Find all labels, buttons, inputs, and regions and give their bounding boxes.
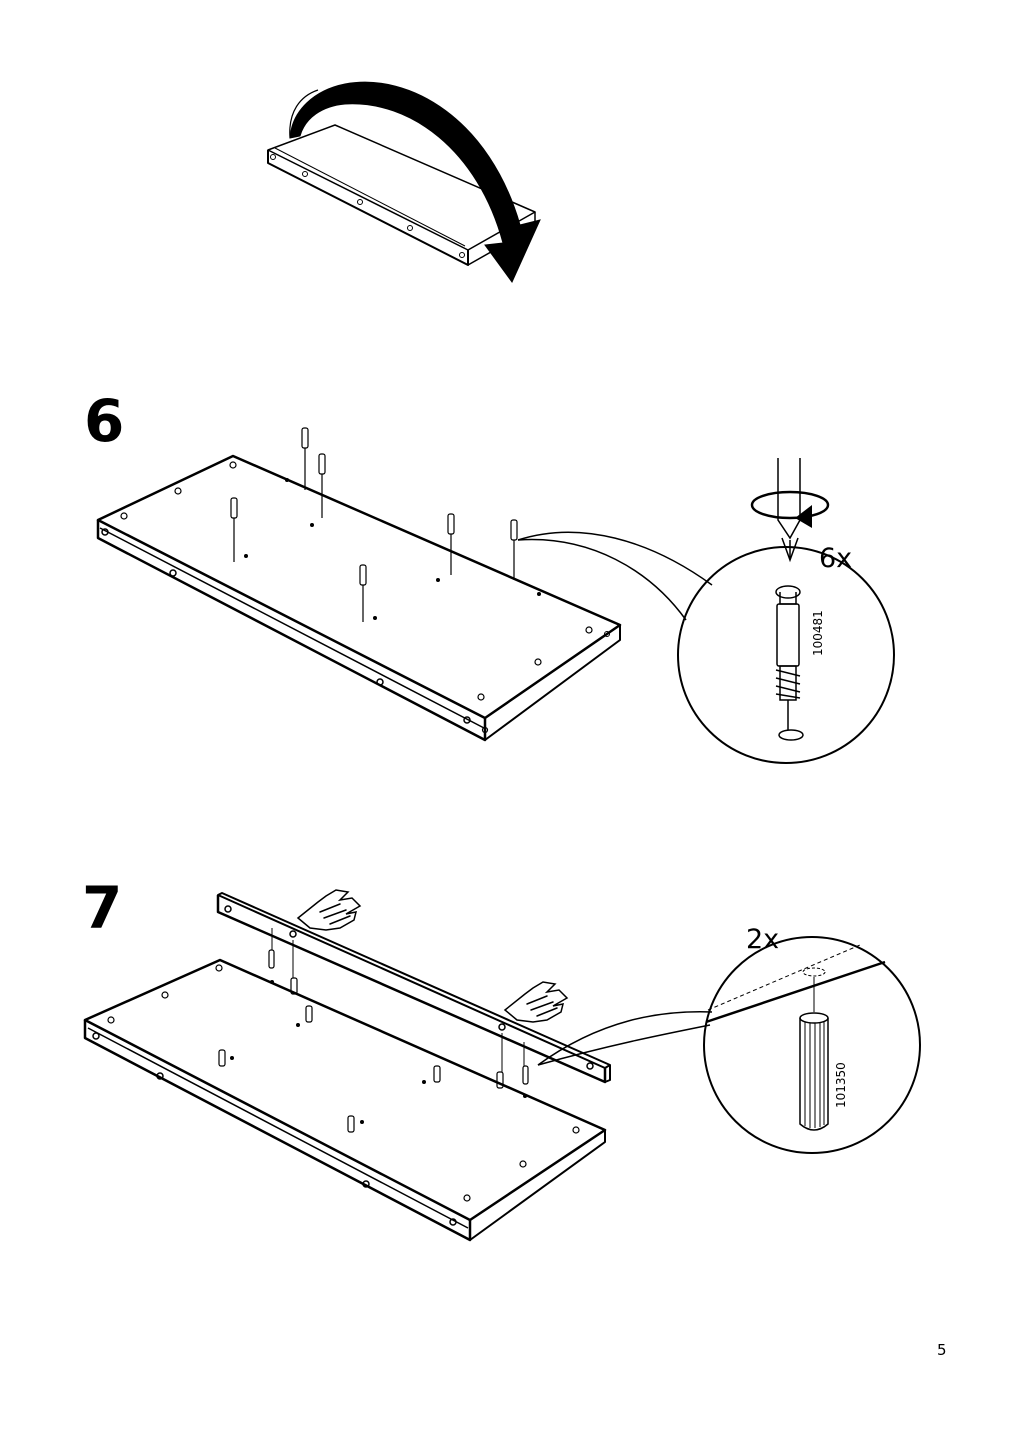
wooden-dowel-icon [799, 1012, 829, 1131]
step-6-quantity: 6x [819, 543, 853, 574]
page-number: 5 [937, 1341, 947, 1359]
screwdriver-icon [777, 458, 801, 563]
hand-press-icon [296, 889, 569, 1023]
cam-bolt-icon [775, 585, 804, 741]
step7-panel [83, 892, 611, 1242]
step-6-number: 6 [84, 387, 124, 455]
rotation-arrow-icon [750, 490, 830, 528]
magnifier-callout-icon [537, 936, 921, 1154]
step-7-quantity: 2x [746, 924, 780, 955]
step-6-part-number: 100481 [811, 610, 825, 656]
step6-panel [96, 427, 622, 742]
step-7-part-number: 101350 [834, 1062, 848, 1108]
flip-arrow-icon [289, 81, 541, 283]
step-7-number: 7 [82, 874, 122, 942]
